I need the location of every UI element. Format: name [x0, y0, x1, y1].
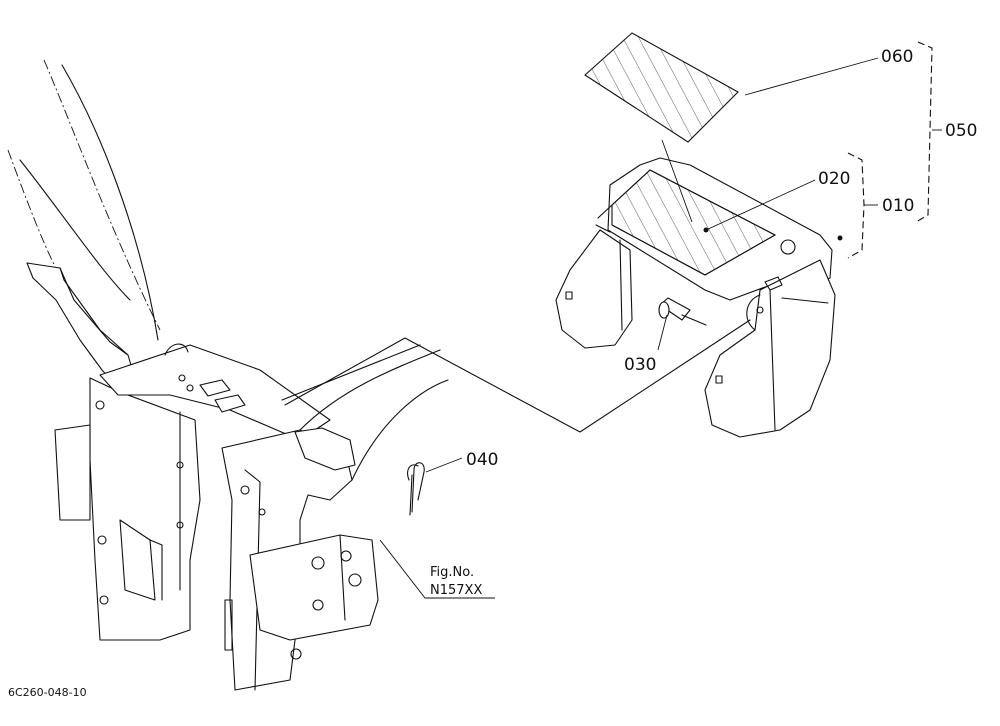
callout-060: 060	[881, 47, 913, 67]
assembly-guide-line	[284, 319, 751, 433]
bracket-050	[915, 41, 933, 223]
snap-pin-part	[407, 462, 425, 516]
decal-plate	[584, 32, 739, 143]
drawing-code: 6C260-048-10	[8, 686, 87, 699]
callout-050: 050	[945, 121, 977, 141]
frame-assembly	[7, 59, 449, 691]
figure-ref-label: Fig.No.	[430, 565, 474, 580]
callout-010: 010	[882, 196, 914, 216]
callout-030: 030	[624, 355, 656, 375]
callout-040: 040	[466, 450, 498, 470]
pin-part	[658, 297, 707, 326]
callout-020: 020	[818, 169, 850, 189]
leader-lines	[379, 57, 879, 599]
step-assembly	[555, 157, 836, 438]
figure-ref-number: N157XX	[430, 583, 482, 598]
